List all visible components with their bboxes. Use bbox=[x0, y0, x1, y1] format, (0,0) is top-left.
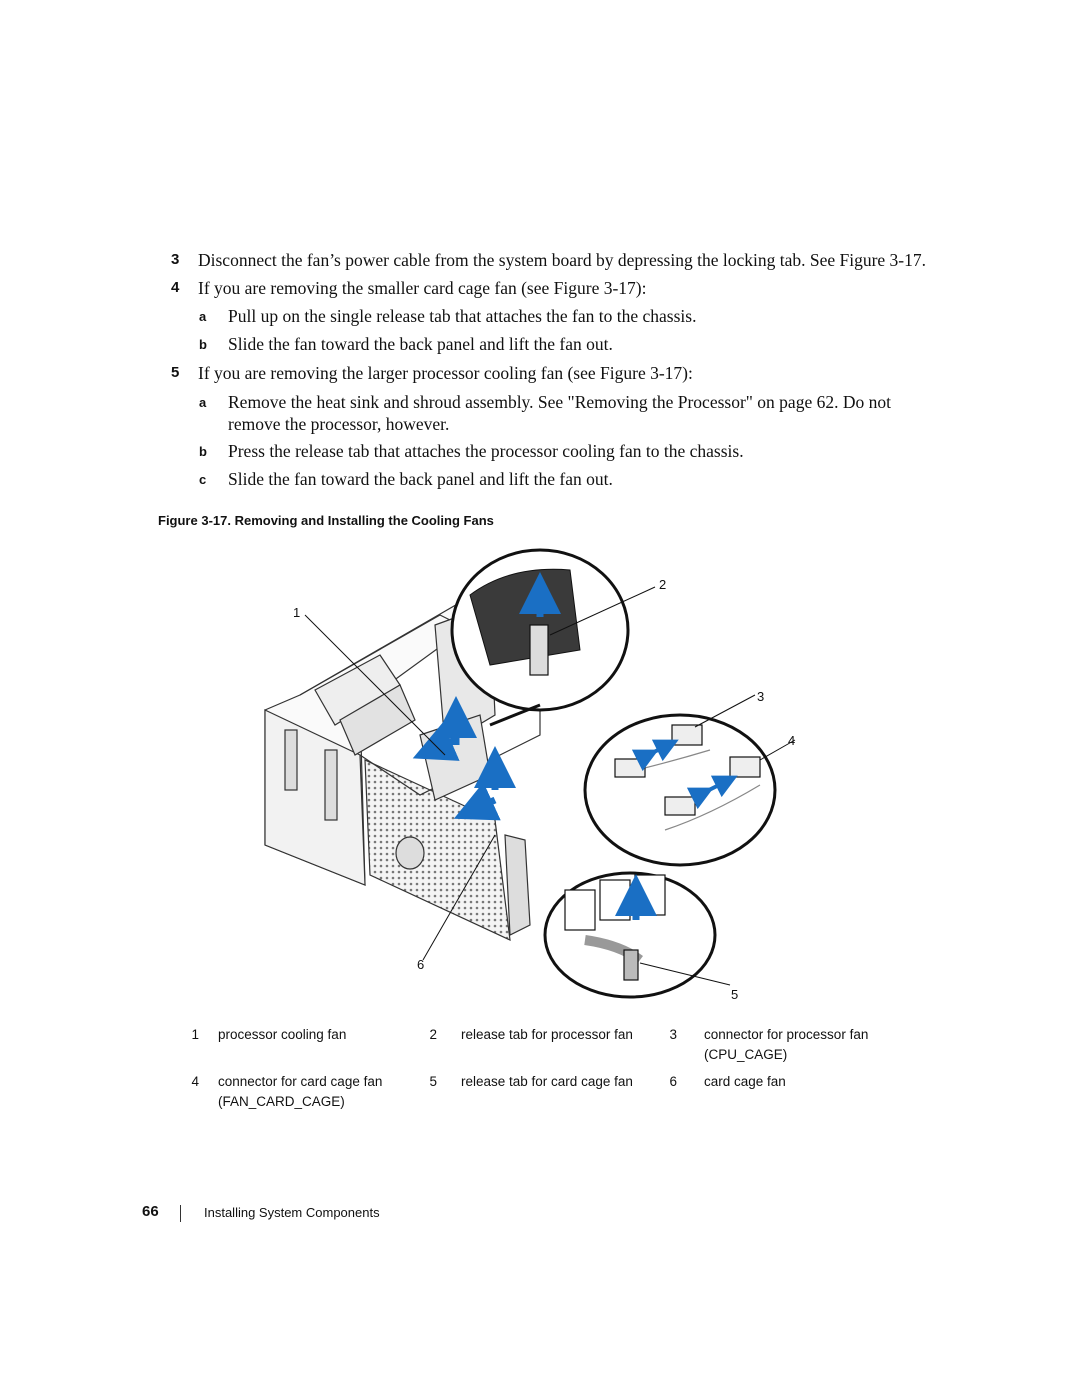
legend-label: connector for card cage fan bbox=[218, 1074, 383, 1089]
figure-caption: Figure 3-17. Removing and Installing the… bbox=[158, 513, 494, 528]
step-text: If you are removing the larger processor… bbox=[198, 363, 693, 383]
footer-divider bbox=[180, 1205, 181, 1222]
substep-text: Press the release tab that attaches the … bbox=[228, 441, 744, 461]
legend-number: 6 bbox=[669, 1074, 677, 1089]
cooling-fans-illustration: 1 2 3 4 5 6 bbox=[240, 545, 800, 1005]
legend-number: 2 bbox=[429, 1027, 437, 1042]
legend-number: 5 bbox=[429, 1074, 437, 1089]
callout-6: 6 bbox=[417, 957, 425, 972]
callout-2: 2 bbox=[659, 577, 667, 592]
fan-diagram bbox=[264, 548, 796, 999]
legend-label: connector for processor fan bbox=[704, 1027, 869, 1042]
legend-label: card cage fan bbox=[704, 1074, 786, 1089]
callout-4: 4 bbox=[788, 733, 796, 748]
substep-letter: a bbox=[199, 309, 207, 324]
legend-number: 3 bbox=[669, 1027, 677, 1042]
detail-connectors bbox=[583, 713, 777, 867]
substep-letter: c bbox=[199, 472, 207, 487]
callout-1: 1 bbox=[293, 605, 301, 620]
motion-arrows bbox=[412, 572, 657, 920]
substep-letter: b bbox=[199, 337, 207, 352]
detail-card-cage-fan bbox=[543, 871, 717, 999]
step-text: If you are removing the smaller card cag… bbox=[198, 278, 647, 298]
step-text: Disconnect the fan’s power cable from th… bbox=[198, 250, 927, 270]
step-number: 5 bbox=[171, 364, 180, 381]
legend-label: release tab for processor fan bbox=[461, 1027, 633, 1042]
substep-text-cont: remove the processor, however. bbox=[228, 414, 450, 434]
chapter-title: Installing System Components bbox=[204, 1205, 380, 1220]
legend-number: 1 bbox=[191, 1027, 199, 1042]
substep-text: Slide the fan toward the back panel and … bbox=[228, 469, 613, 489]
legend-label-cont: (CPU_CAGE) bbox=[704, 1047, 788, 1062]
step-number: 4 bbox=[171, 279, 180, 296]
connector-arrows bbox=[631, 739, 738, 810]
callout-leaders bbox=[304, 586, 796, 986]
legend-label: release tab for card cage fan bbox=[461, 1074, 633, 1089]
step-number: 3 bbox=[171, 251, 180, 268]
substep-letter: a bbox=[199, 395, 207, 410]
callout-3: 3 bbox=[757, 689, 765, 704]
substep-text: Remove the heat sink and shroud assembly… bbox=[228, 392, 891, 412]
legend-label-cont: (FAN_CARD_CAGE) bbox=[218, 1094, 345, 1109]
substep-text: Pull up on the single release tab that a… bbox=[228, 306, 697, 326]
callout-5: 5 bbox=[731, 987, 739, 1002]
legend-number: 4 bbox=[191, 1074, 199, 1089]
page-number: 66 bbox=[142, 1203, 159, 1220]
substep-text: Slide the fan toward the back panel and … bbox=[228, 334, 613, 354]
legend-label: processor cooling fan bbox=[218, 1027, 347, 1042]
substep-letter: b bbox=[199, 444, 207, 459]
